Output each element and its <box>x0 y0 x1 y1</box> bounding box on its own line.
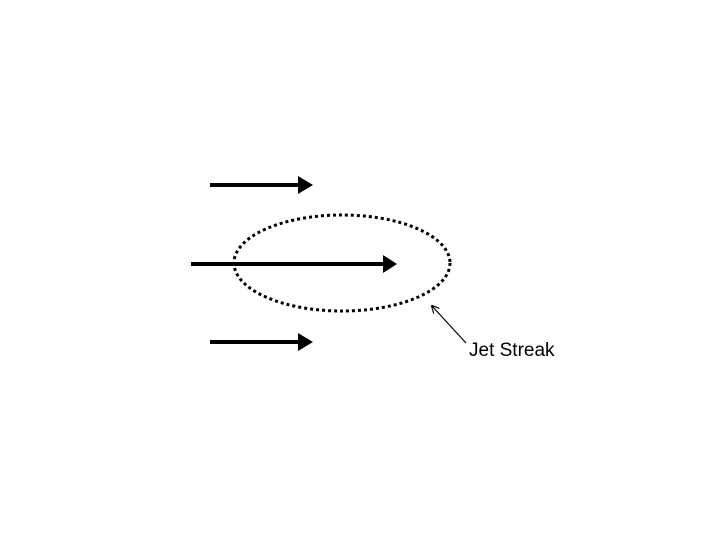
label-leader-arrow <box>432 306 467 344</box>
jet-streak-label: Jet Streak <box>469 340 555 361</box>
wind-arrow-bottom <box>210 333 313 351</box>
wind-arrow-top <box>210 176 313 194</box>
wind-arrow-middle <box>191 255 397 273</box>
jet-streak-ellipse <box>232 213 452 313</box>
